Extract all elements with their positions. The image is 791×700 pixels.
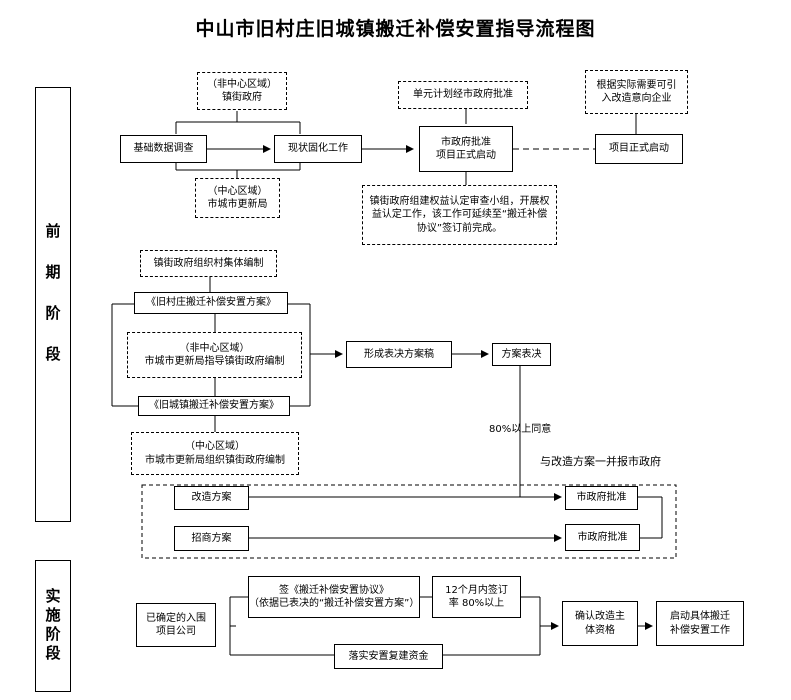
page-title: 中山市旧村庄旧城镇搬迁补偿安置指导流程图 <box>195 18 596 40</box>
unit-plan-approval-node: 单元计划经市政府批准 <box>398 81 528 109</box>
city-approval-2-node: 市政府批准 <box>565 524 640 551</box>
phase-early: 前期阶段 <box>35 87 71 522</box>
status-fix-node: 现状固化工作 <box>274 135 362 163</box>
village-plan-node: 《旧村庄搬迁补偿安置方案》 <box>134 292 288 314</box>
relocation-funds-node: 落实安置复建资金 <box>334 644 443 669</box>
central-organize-node: （中心区域） 市城市更新局组织镇街政府编制 <box>131 432 299 475</box>
phase-implementation: 实施阶段 <box>35 560 71 692</box>
renovation-plan-node: 改造方案 <box>174 486 249 510</box>
city-approval-1-node: 市政府批准 <box>565 486 638 510</box>
town-plan-node: 《旧城镇搬迁补偿安置方案》 <box>138 396 290 416</box>
bidding-plan-node: 招商方案 <box>174 526 249 551</box>
agree-80-label: 80%以上同意 <box>489 424 552 435</box>
rights-review-node: 镇街政府组建权益认定审查小组，开展权益认定工作，该工作可延续至“搬迁补偿协议”签… <box>362 185 557 245</box>
non-central-guide-node: （非中心区域） 市城市更新局指导镇街政府编制 <box>127 332 302 378</box>
city-approval-start-node: 市政府批准 项目正式启动 <box>419 126 513 172</box>
confirm-subject-node: 确认改造主 体资格 <box>562 601 638 646</box>
non-central-town-government: （非中心区域） 镇街政府 <box>197 72 287 110</box>
plan-vote-node: 方案表决 <box>492 343 551 366</box>
within-12-months-node: 12个月内签订 率 80%以上 <box>432 576 521 618</box>
central-urban-renewal-bureau: （中心区域） 市城市更新局 <box>195 178 280 218</box>
confirmed-company-node: 已确定的入围 项目公司 <box>136 603 216 647</box>
sign-agreement-node: 签《搬迁补偿安置协议》 （依据已表决的“搬迁补偿安置方案”） <box>248 576 420 618</box>
launch-work-node: 启动具体搬迁 补偿安置工作 <box>656 601 744 646</box>
report-city-label: 与改造方案一并报市政府 <box>540 455 661 468</box>
basic-data-survey-node: 基础数据调查 <box>120 135 207 163</box>
project-start-node: 项目正式启动 <box>595 134 683 164</box>
vote-draft-node: 形成表决方案稿 <box>346 341 452 368</box>
town-organize-village-node: 镇街政府组织村集体编制 <box>140 250 277 277</box>
introduce-enterprise-node: 根据实际需要可引 入改造意向企业 <box>585 70 688 114</box>
